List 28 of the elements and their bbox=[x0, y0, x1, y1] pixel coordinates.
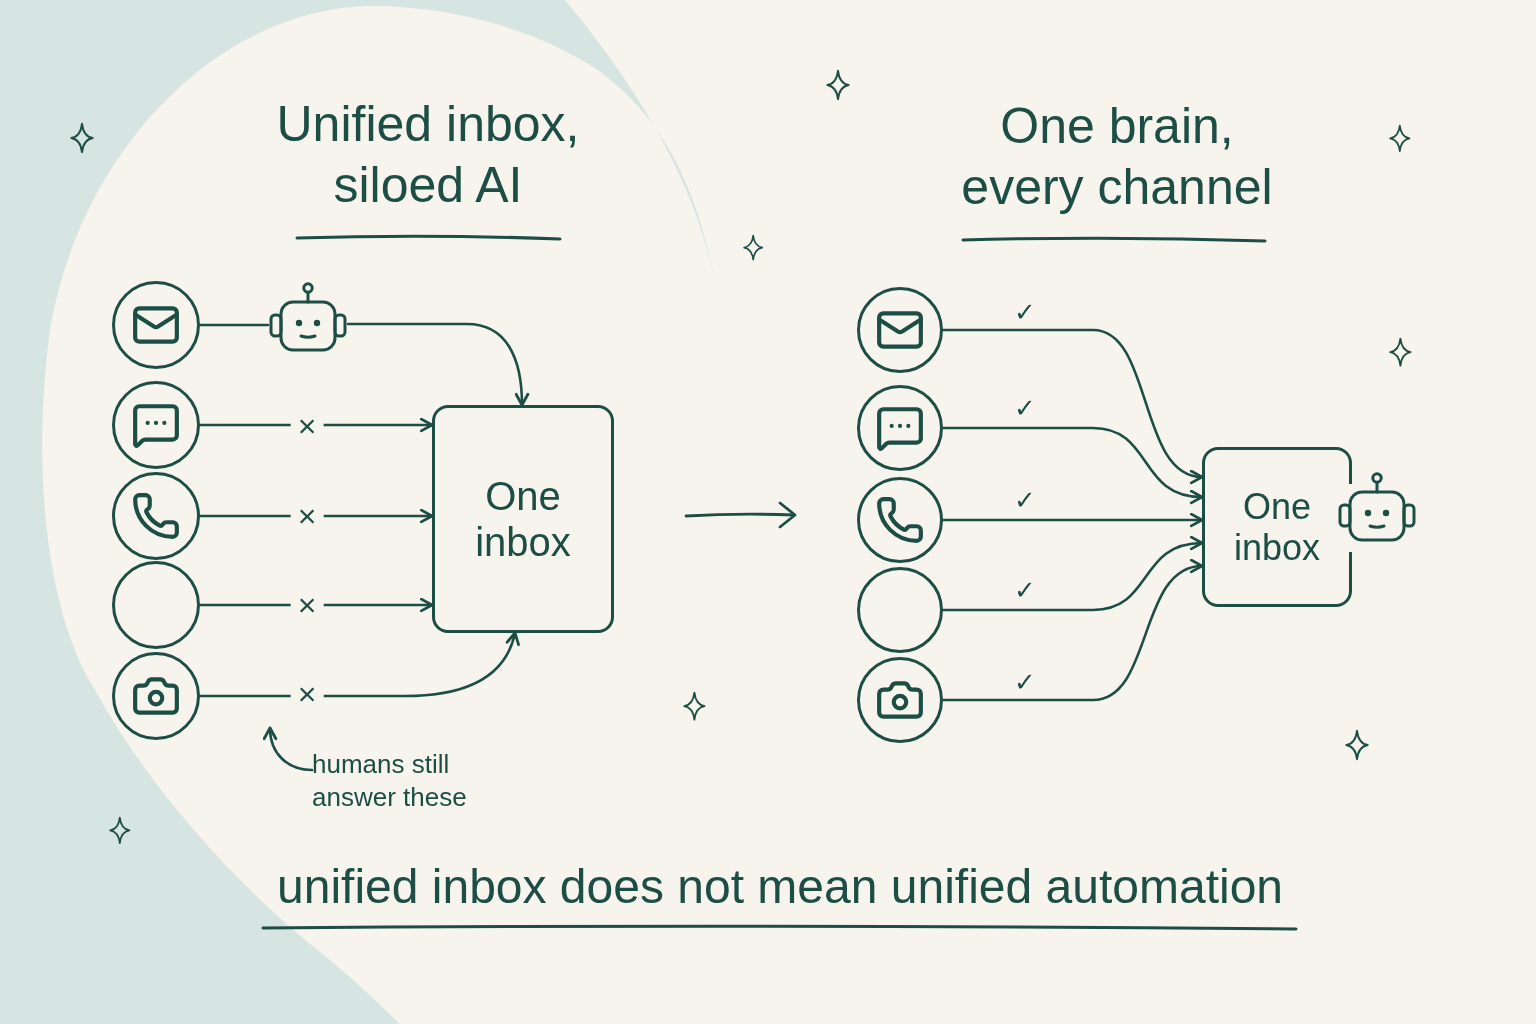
arrow bbox=[941, 426, 1204, 504]
node-label: One inbox bbox=[1232, 485, 1322, 569]
channel-circle bbox=[857, 385, 943, 471]
inbox-box bbox=[1202, 447, 1352, 607]
caption-text: unified inbox does not mean unified automation bbox=[276, 859, 1284, 915]
arrow bbox=[198, 631, 520, 698]
channel-circle bbox=[857, 657, 943, 743]
inbox-box bbox=[432, 405, 614, 633]
channel-circle bbox=[112, 652, 200, 740]
channel-circle bbox=[857, 567, 943, 653]
panel-heading: One brain, every channel bbox=[960, 97, 1274, 217]
node-label: One inbox bbox=[474, 473, 572, 565]
channel-circle bbox=[112, 381, 200, 469]
channel-circle bbox=[857, 287, 943, 373]
robot-icon bbox=[268, 282, 348, 353]
annotation-text: humans still answer these bbox=[312, 748, 492, 814]
leader-arrow bbox=[263, 726, 314, 772]
channel-circle bbox=[857, 477, 943, 563]
arrow bbox=[346, 322, 529, 407]
arrow bbox=[941, 328, 1204, 483]
arrow bbox=[941, 560, 1204, 702]
arrow bbox=[941, 536, 1204, 612]
channel-circle bbox=[112, 561, 200, 649]
channel-circle bbox=[112, 472, 200, 560]
panel-heading: Unified inbox, siloed AI bbox=[275, 95, 581, 215]
connector-line bbox=[198, 323, 270, 327]
arrow bbox=[941, 512, 1204, 528]
channel-circle bbox=[112, 281, 200, 369]
